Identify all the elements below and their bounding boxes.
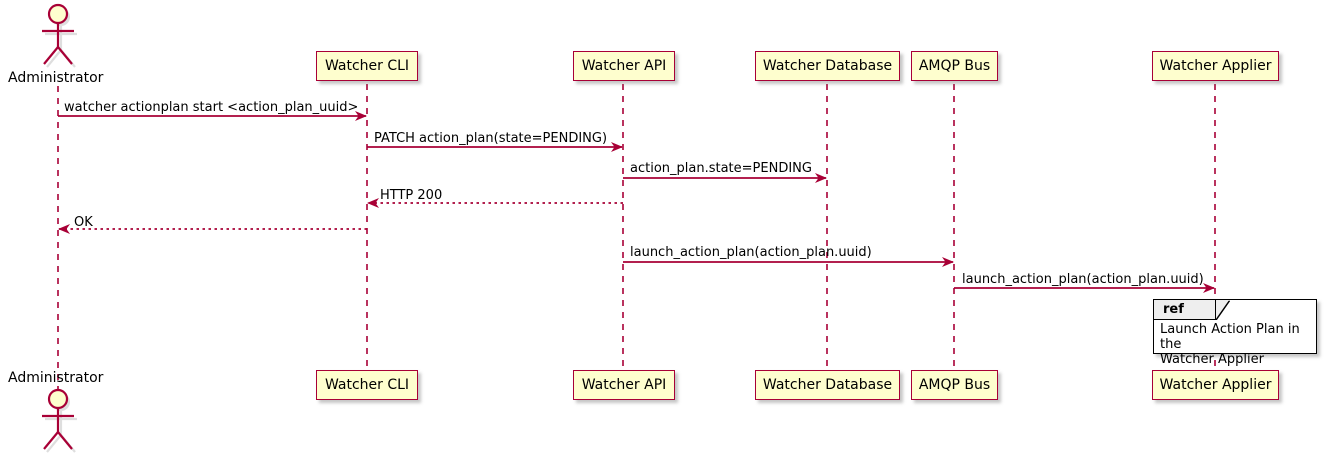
participant-label-watcher-database-bottom: Watcher Database (762, 377, 893, 393)
participant-box-watcher-applier-bottom[interactable]: Watcher Applier (1152, 370, 1279, 400)
ref-fragment-tab (1154, 300, 1216, 320)
participant-label-watcher-api-bottom: Watcher API (581, 377, 667, 393)
participant-box-watcher-database-top[interactable]: Watcher Database (755, 51, 900, 81)
message-label-4: OK (74, 215, 93, 230)
participant-label-watcher-applier-top: Watcher Applier (1159, 58, 1272, 74)
participant-box-watcher-applier-top[interactable]: Watcher Applier (1152, 51, 1279, 81)
actor-label-administrator-top: Administrator (8, 70, 104, 86)
message-label-0: watcher actionplan start <action_plan_uu… (64, 100, 359, 115)
participant-label-amqp-bus-bottom: AMQP Bus (918, 377, 991, 393)
participant-label-watcher-cli-top: Watcher CLI (324, 58, 410, 74)
ref-fragment-line-1: Launch Action Plan in the (1160, 322, 1300, 352)
participant-box-watcher-api-top[interactable]: Watcher API (573, 51, 675, 81)
actor-label-administrator-bottom: Administrator (8, 370, 104, 386)
ref-fragment-tab-corner (1216, 300, 1230, 320)
message-label-2: action_plan.state=PENDING (630, 161, 812, 176)
lifelines (57, 84, 1216, 398)
actor-figure-top (42, 3, 77, 68)
participant-label-watcher-database-top: Watcher Database (762, 58, 893, 74)
ref-fragment: ref Launch Action Plan in the Watcher Ap… (1153, 299, 1317, 367)
ref-fragment-tab-label: ref (1163, 302, 1184, 317)
message-label-5: launch_action_plan(action_plan.uuid) (630, 245, 872, 260)
actor-figure-bottom (42, 388, 77, 453)
participant-label-watcher-applier-bottom: Watcher Applier (1159, 377, 1272, 393)
participant-label-watcher-api-top: Watcher API (581, 58, 667, 74)
participant-label-watcher-cli-bottom: Watcher CLI (324, 377, 410, 393)
message-label-6: launch_action_plan(action_plan.uuid) (962, 272, 1204, 287)
ref-fragment-body: Launch Action Plan in the Watcher Applie… (1160, 322, 1312, 367)
participant-box-watcher-database-bottom[interactable]: Watcher Database (755, 370, 900, 400)
message-label-3: HTTP 200 (380, 188, 443, 203)
participant-box-amqp-bus-bottom[interactable]: AMQP Bus (911, 370, 998, 400)
participant-box-amqp-bus-top[interactable]: AMQP Bus (911, 51, 998, 81)
message-arrows (58, 111, 1215, 293)
participant-box-watcher-cli-top[interactable]: Watcher CLI (316, 51, 418, 81)
participant-label-amqp-bus-top: AMQP Bus (918, 58, 991, 74)
participant-box-watcher-api-bottom[interactable]: Watcher API (573, 370, 675, 400)
ref-fragment-line-2: Watcher Applier (1160, 352, 1264, 367)
message-label-1: PATCH action_plan(state=PENDING) (374, 131, 608, 146)
participant-box-watcher-cli-bottom[interactable]: Watcher CLI (316, 370, 418, 400)
